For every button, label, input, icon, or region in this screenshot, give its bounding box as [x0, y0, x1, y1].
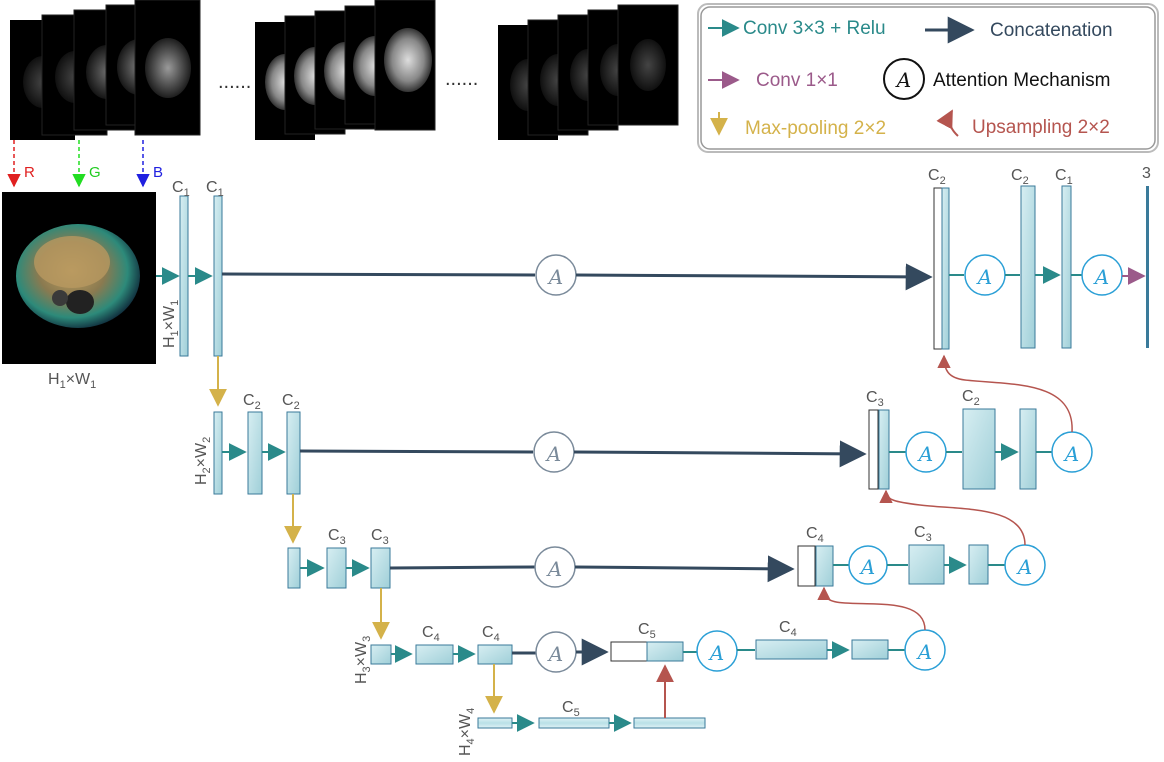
l3-dec-concat-empty — [797, 545, 816, 587]
l1-dec-block-1 — [1020, 185, 1036, 349]
ellipsis-1: ...... — [218, 71, 251, 93]
l3-dec-block-2 — [968, 544, 989, 585]
l1-dec-block-2 — [1061, 185, 1072, 349]
l2-dec-block-1 — [962, 408, 996, 490]
l4-dec-ch-c5: C5 — [638, 621, 656, 641]
l4-dec-block-1 — [755, 639, 828, 660]
channel-g-label: G — [89, 164, 101, 181]
l1-enc-ch-1: C1 — [172, 179, 190, 199]
l1-dec-concat-empty — [933, 187, 943, 350]
l4-enc-block-3 — [477, 644, 513, 665]
legend-attention-glyph: A — [895, 68, 911, 92]
l2-dec-attention-1-glyph: A — [917, 442, 933, 466]
l4-dec-attention-1-glyph: A — [708, 641, 724, 665]
l1-size-label: H1×W1 — [161, 300, 181, 348]
l3-dec-ch-c4: C4 — [806, 525, 824, 545]
l1-dec-ch-c2b: C2 — [1011, 167, 1029, 187]
slice-stack-3 — [498, 4, 679, 140]
l2-enc-block-3 — [286, 411, 301, 495]
l3-enc-block-3 — [370, 547, 391, 589]
rgb-composite-image — [2, 192, 156, 364]
l3-size-label: H3×W3 — [353, 636, 373, 684]
l3-dec-attention-2-glyph: A — [1016, 555, 1032, 579]
l2-enc-block-1 — [213, 411, 223, 495]
legend-upsample-arrow — [936, 109, 959, 137]
legend: Conv 3×3 + Relu Concatenation Conv 1×1 A… — [697, 3, 1159, 153]
l2-dec-ch-c3: C3 — [866, 389, 884, 409]
l1-enc-block-1 — [179, 195, 189, 357]
bottleneck-block-1 — [477, 717, 513, 729]
l2-enc-ch-2: C2 — [282, 392, 300, 412]
l3-enc-ch-2: C3 — [371, 527, 389, 547]
l4-dec-concat-empty — [610, 641, 648, 662]
l4-enc-ch-1: C4 — [422, 624, 440, 644]
l1-dec-ch-c2a: C2 — [928, 167, 946, 187]
bottleneck-ch-c5: C5 — [562, 699, 580, 719]
l2-skip-attention-glyph: A — [545, 442, 561, 466]
l2-dec-ch-c2: C2 — [962, 388, 980, 408]
slice-stack-2 — [255, 0, 436, 140]
l4-dec-concat-up — [646, 641, 684, 662]
l3-skip-attention-glyph: A — [546, 557, 562, 581]
l3-dec-block-1 — [908, 544, 945, 585]
legend-concat-label: Concatenation — [990, 20, 1113, 41]
l4-skip-attention-glyph: A — [547, 642, 563, 666]
channel-r-label: R — [24, 164, 35, 181]
legend-maxpool-label: Max-pooling 2×2 — [745, 118, 886, 139]
l2-enc-ch-1: C2 — [243, 392, 261, 412]
legend-attention-icon — [883, 58, 925, 100]
l3-enc-ch-1: C3 — [328, 527, 346, 547]
legend-conv1-label: Conv 1×1 — [756, 70, 838, 91]
l4-size-label: H4×W4 — [457, 708, 477, 756]
rgb-channel-arrows: R G B — [7, 140, 163, 188]
l1-dec-attention-2-glyph: A — [1093, 265, 1109, 289]
l3-dec-ch-c3: C3 — [914, 524, 932, 544]
l3-dec-concat-up — [815, 545, 834, 587]
l1-dec-ch-c1: C1 — [1055, 167, 1073, 187]
output-ch-label: 3 — [1142, 165, 1151, 182]
l3-dec-attention-1-glyph: A — [859, 555, 875, 579]
l1-enc-block-2 — [213, 195, 223, 357]
l4-dec-attention-2-glyph: A — [916, 640, 932, 664]
l2-dec-concat-empty — [868, 409, 879, 490]
l4-dec-block-2 — [851, 639, 889, 660]
l1-dec-concat-up — [941, 187, 950, 350]
l1-skip-attention-glyph: A — [547, 265, 563, 289]
input-size-label: H1×W1 — [48, 371, 96, 391]
l2-size-label: H2×W2 — [193, 437, 213, 485]
l4-enc-block-1 — [370, 644, 392, 665]
l2-enc-block-2 — [247, 411, 263, 495]
channel-b-label: B — [153, 164, 163, 181]
l1-enc-ch-2: C1 — [206, 179, 224, 199]
output-block — [1146, 186, 1149, 348]
l1-dec-attention-1-glyph: A — [976, 265, 992, 289]
l2-dec-block-2 — [1019, 408, 1037, 490]
l4-dec-ch-c4: C4 — [779, 619, 797, 639]
l3-enc-block-1 — [287, 547, 301, 589]
l2-dec-attention-2-glyph: A — [1063, 442, 1079, 466]
l4-enc-ch-2: C4 — [482, 624, 500, 644]
l2-dec-concat-up — [878, 409, 890, 490]
l3-enc-block-2 — [326, 547, 347, 589]
legend-attention-label: Attention Mechanism — [933, 70, 1110, 91]
bottleneck-block-2 — [538, 717, 610, 729]
bottleneck-block-3 — [633, 717, 706, 729]
ellipsis-2: ...... — [445, 68, 478, 90]
legend-conv-label: Conv 3×3 + Relu — [743, 18, 886, 39]
l4-enc-block-2 — [415, 644, 454, 665]
slice-stack-1 — [10, 0, 201, 140]
legend-upsample-label: Upsampling 2×2 — [972, 117, 1110, 138]
